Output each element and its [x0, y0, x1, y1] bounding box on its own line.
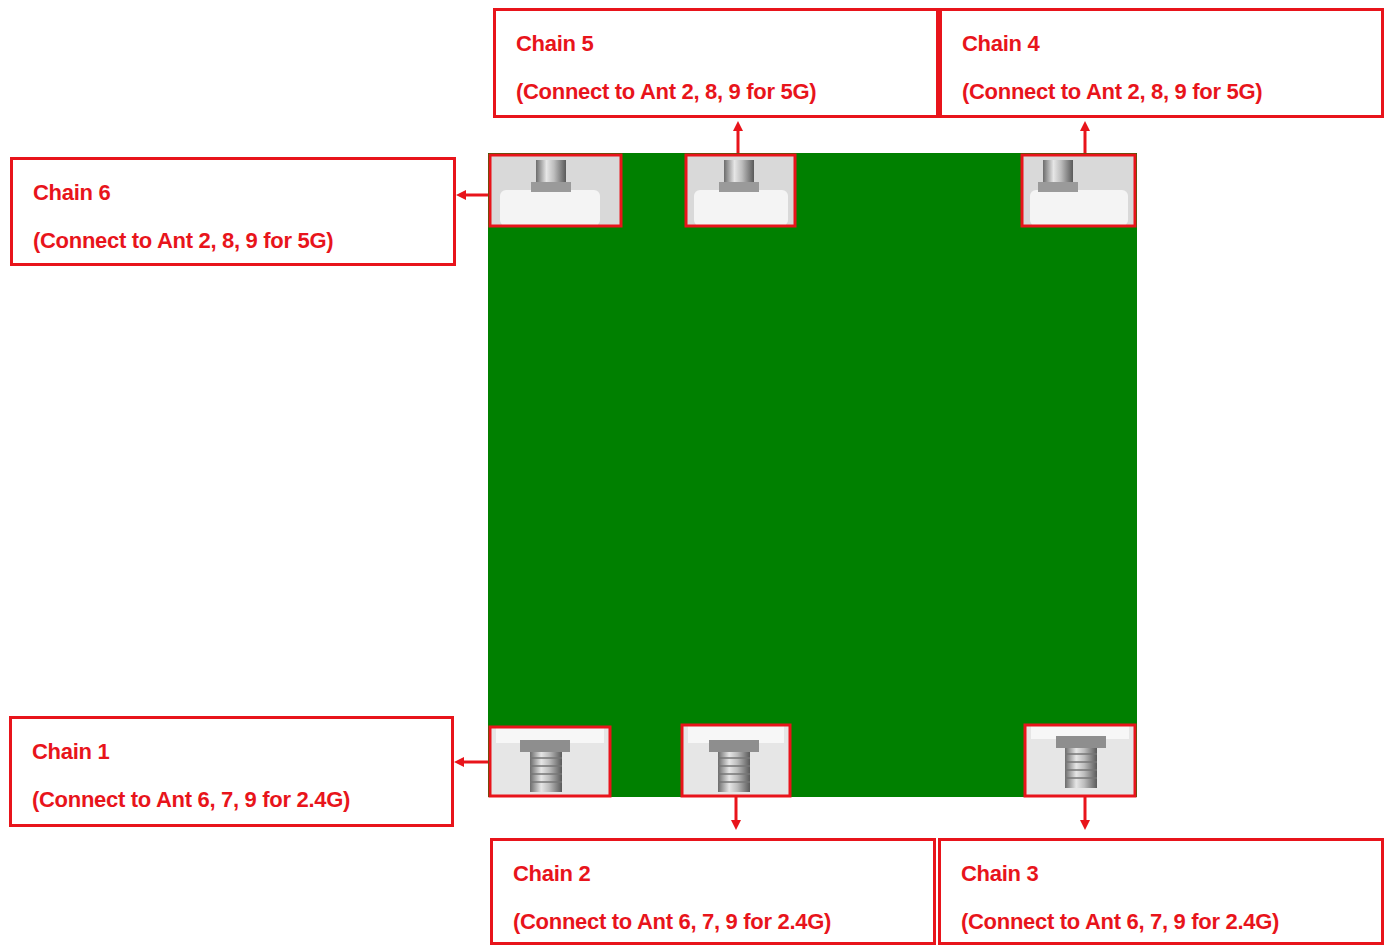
- antenna-note: (Connect to Ant 6, 7, 9 for 2.4G): [32, 783, 431, 817]
- connector-bottom: [490, 727, 610, 796]
- connector-top: [686, 155, 795, 226]
- connector-bottom: [682, 725, 790, 796]
- chain-name: Chain 1: [32, 735, 431, 769]
- board: [488, 153, 1137, 797]
- callout-box: Chain 3 (Connect to Ant 6, 7, 9 for 2.4G): [938, 838, 1384, 945]
- antenna-note: (Connect to Ant 2, 8, 9 for 5G): [962, 75, 1361, 109]
- callout-box: Chain 1 (Connect to Ant 6, 7, 9 for 2.4G): [9, 716, 454, 827]
- leader-arrow: [735, 797, 738, 825]
- antenna-note: (Connect to Ant 6, 7, 9 for 2.4G): [513, 905, 913, 939]
- leader-arrow: [461, 194, 488, 197]
- callout-box: Chain 4 (Connect to Ant 2, 8, 9 for 5G): [939, 8, 1384, 118]
- connector-top: [1022, 155, 1135, 226]
- antenna-note: (Connect to Ant 2, 8, 9 for 5G): [516, 75, 916, 109]
- callout-box: Chain 2 (Connect to Ant 6, 7, 9 for 2.4G): [490, 838, 936, 945]
- leader-arrow: [459, 761, 488, 764]
- leader-arrow: [1084, 797, 1087, 825]
- leader-arrows: [459, 126, 1085, 825]
- chain-name: Chain 5: [516, 27, 916, 61]
- leader-arrow: [1084, 126, 1087, 153]
- chain-name: Chain 2: [513, 857, 913, 891]
- callout-box: Chain 6 (Connect to Ant 2, 8, 9 for 5G): [10, 157, 456, 266]
- antenna-note: (Connect to Ant 6, 7, 9 for 2.4G): [961, 905, 1361, 939]
- connector-bottom: [1025, 725, 1135, 796]
- leader-arrow: [737, 126, 740, 153]
- chain-name: Chain 3: [961, 857, 1361, 891]
- antenna-note: (Connect to Ant 2, 8, 9 for 5G): [33, 224, 433, 258]
- connector-top: [490, 155, 621, 226]
- chain-name: Chain 6: [33, 176, 433, 210]
- chain-name: Chain 4: [962, 27, 1361, 61]
- callout-box: Chain 5 (Connect to Ant 2, 8, 9 for 5G): [493, 8, 939, 118]
